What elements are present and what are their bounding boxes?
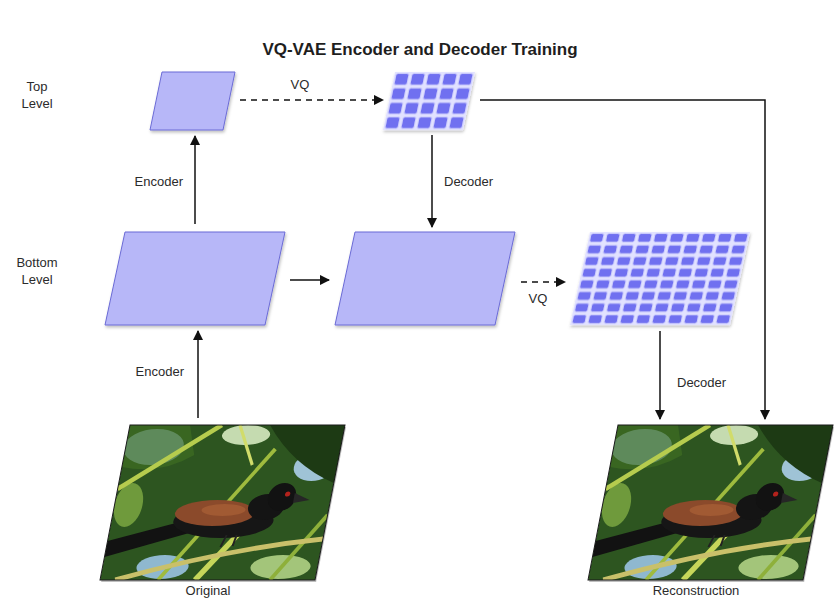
image-panel: Reconstruction: [586, 423, 836, 599]
label-slot: VQ: [529, 291, 548, 308]
label-slot: Encoder: [136, 364, 184, 381]
label-slot: Bottom Level: [10, 255, 64, 289]
grid-ground: [570, 232, 750, 325]
conditioned-encoding: [335, 232, 515, 325]
top-encoding: [150, 72, 235, 130]
decoder-arrow: [431, 135, 433, 227]
photo-border: [100, 425, 345, 580]
label-slot: Encoder: [135, 174, 183, 191]
label-slot: Decoder: [677, 375, 726, 392]
diagram-title: VQ-VAE Encoder and Decoder Training: [262, 39, 577, 61]
label-slot: VQ: [291, 77, 310, 94]
label-slot: Decoder: [444, 174, 493, 191]
bird-photo: [586, 425, 833, 580]
label-slot: Top Level: [10, 79, 64, 113]
quantize-arrow: [240, 99, 383, 101]
image-panel: Original: [98, 423, 348, 599]
step-label: Encoder: [136, 364, 184, 381]
grid-cells: [383, 72, 475, 130]
photo-illustration: [586, 423, 836, 583]
bird-photo: [98, 425, 345, 580]
image-caption: Original: [98, 583, 318, 599]
grid-ground: [383, 72, 475, 130]
step-label: Decoder: [677, 375, 726, 392]
grid-cells: [570, 232, 750, 325]
step-label: Decoder: [444, 174, 493, 191]
photo-frame: [98, 425, 347, 582]
step-label: VQ: [529, 291, 548, 308]
decoder-arrow: [659, 331, 661, 419]
bottom-encoding: [105, 232, 285, 325]
level-label: Bottom Level: [10, 255, 64, 289]
step-label: Encoder: [135, 174, 183, 191]
image-caption: Reconstruction: [586, 583, 806, 599]
title-slot: VQ-VAE Encoder and Decoder Training: [262, 39, 577, 61]
encoder-arrow: [194, 136, 196, 224]
top-to-decoder-arrow: [480, 100, 765, 419]
quantize-arrow: [521, 281, 565, 283]
step-label: VQ: [291, 77, 310, 94]
top-codebook-grid: [383, 72, 475, 130]
encoder-arrow: [197, 331, 199, 418]
photo-frame: [586, 425, 835, 582]
photo-border: [588, 425, 833, 580]
level-label: Top Level: [10, 79, 64, 113]
bottom-codebook-grid: [570, 232, 750, 325]
pass-arrow: [290, 279, 329, 281]
arrows: [195, 100, 765, 419]
photo-illustration: [98, 423, 348, 583]
